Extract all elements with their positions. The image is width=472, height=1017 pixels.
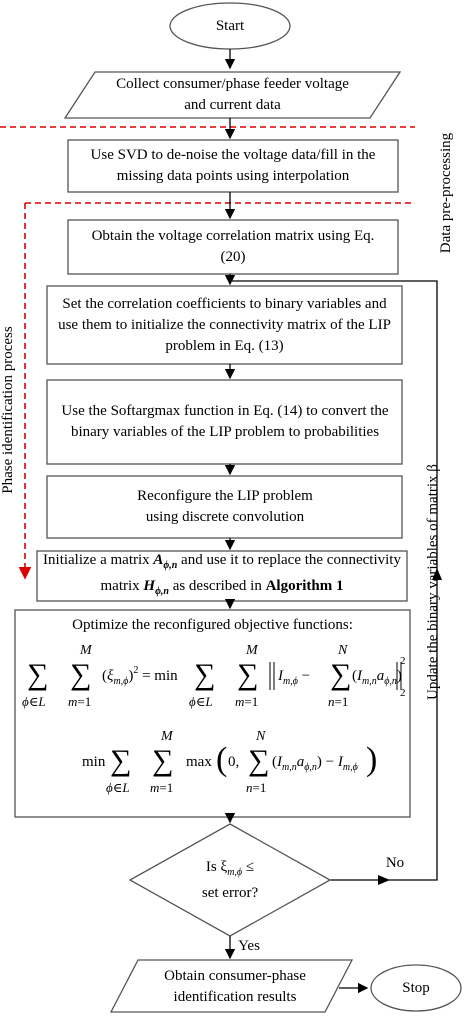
obtain-label: Obtain consumer-phase identification res… (164, 968, 306, 1005)
svg-text:N: N (255, 729, 266, 744)
svg-text:n=1: n=1 (246, 780, 266, 795)
matrix-a-symbol: Aϕ,n (153, 552, 178, 571)
initialize-box (36, 550, 408, 602)
svg-text:): ) (366, 741, 377, 778)
svg-text:m=1: m=1 (150, 780, 173, 795)
svg-text:m=1: m=1 (235, 694, 258, 709)
svg-text:M: M (160, 729, 174, 744)
svg-text:ϕ∈L: ϕ∈L (106, 780, 130, 795)
svg-text:0,: 0, (228, 754, 239, 770)
svg-text:2: 2 (400, 687, 406, 699)
binary-box (46, 285, 403, 365)
svg-text:∑: ∑ (152, 744, 173, 777)
decision-label: Is ξm,ϕ ≤ set error? (160, 848, 300, 912)
initialize-text-pre: Initialize a matrix (43, 552, 154, 568)
svg-text:ϕ∈L: ϕ∈L (189, 694, 213, 709)
svg-text:∑: ∑ (248, 744, 269, 777)
decision-text-2: set error? (201, 884, 259, 901)
svg-text:M: M (79, 643, 93, 658)
initialize-text-post: as described in (168, 578, 266, 594)
svg-text:2: 2 (400, 655, 406, 667)
update-binary-label: Update the binary variables of matrix β (425, 452, 445, 712)
collect-data-shape (63, 71, 402, 119)
svd-box (67, 139, 399, 193)
correlation-box (67, 219, 399, 275)
initialize-label: Initialize a matrix Aϕ,n and use it to r… (40, 551, 404, 601)
svg-text:∑: ∑ (330, 658, 351, 691)
matrix-h-symbol: Hϕ,n (143, 578, 169, 597)
data-preprocessing-label: Data pre-processing (438, 132, 454, 254)
svg-text:m=1: m=1 (68, 694, 91, 709)
svg-text:min: min (82, 754, 106, 770)
softargmax-label: Use the Softargmax function in Eq. (14) … (61, 403, 389, 440)
yes-label: Yes (238, 937, 260, 954)
svg-text:N: N (337, 643, 348, 658)
decision-text-1: Is ξ (205, 858, 228, 875)
svg-text:n=1: n=1 (328, 694, 348, 709)
stop-terminal (370, 964, 462, 1012)
reconfigure-box (46, 475, 403, 539)
initialize-text-mid: and use it to replace the connectivity m… (100, 552, 401, 594)
stop-label: Stop (402, 979, 430, 996)
svd-label: Use SVD to de-noise the voltage data/fil… (90, 147, 376, 184)
svg-text:Im,ϕ −: Im,ϕ − (277, 668, 310, 687)
binary-label: Set the correlation coefficients to bina… (58, 295, 391, 354)
obtain-results-shape (109, 959, 354, 1013)
no-label: No (385, 854, 405, 871)
svg-text:max: max (186, 754, 212, 770)
objective-equation-2: min ∑ ϕ∈L ∑ M m=1 max ( 0, ∑ N n=1 (Im,n… (80, 722, 380, 806)
svg-text:(Im,naϕ,n) − Im,ϕ: (Im,naϕ,n) − Im,ϕ (272, 754, 358, 773)
phase-identification-label: Phase identification process (0, 326, 16, 494)
reconfigure-label: Reconfigure the LIP problem using discre… (137, 488, 313, 525)
optimize-box (14, 609, 411, 818)
softargmax-box (46, 379, 403, 465)
svg-text:(: ( (216, 741, 227, 778)
svg-text:∑: ∑ (27, 658, 48, 691)
algorithm-ref: Algorithm 1 (265, 578, 344, 594)
svg-text:∑: ∑ (70, 658, 91, 691)
objective-equation-1: ∑ ϕ∈L ∑ M m=1 (ξm,ϕ)2 = min ∑ ϕ∈L ∑ M m=… (22, 640, 407, 718)
update-binary-text: Update the binary variables of matrix β (425, 464, 441, 700)
correlation-label: Obtain the voltage correlation matrix us… (91, 228, 375, 265)
svg-text:(Im,naϕ,n): (Im,naϕ,n) (352, 668, 402, 687)
no-arrow-right (378, 875, 390, 885)
svg-text:ϕ∈L: ϕ∈L (22, 694, 46, 709)
svg-text:(ξm,ϕ)2 = min: (ξm,ϕ)2 = min (102, 665, 178, 687)
svg-text:∑: ∑ (110, 744, 131, 777)
svg-text:∑: ∑ (194, 658, 215, 691)
collect-label: Collect consumer/phase feeder voltage an… (116, 76, 349, 113)
svg-text:∑: ∑ (237, 658, 258, 691)
optimize-title: Optimize the reconfigured objective func… (72, 616, 353, 633)
feedback-arrow-up (432, 568, 442, 580)
svg-text:M: M (245, 643, 259, 658)
start-label: Start (215, 17, 245, 34)
